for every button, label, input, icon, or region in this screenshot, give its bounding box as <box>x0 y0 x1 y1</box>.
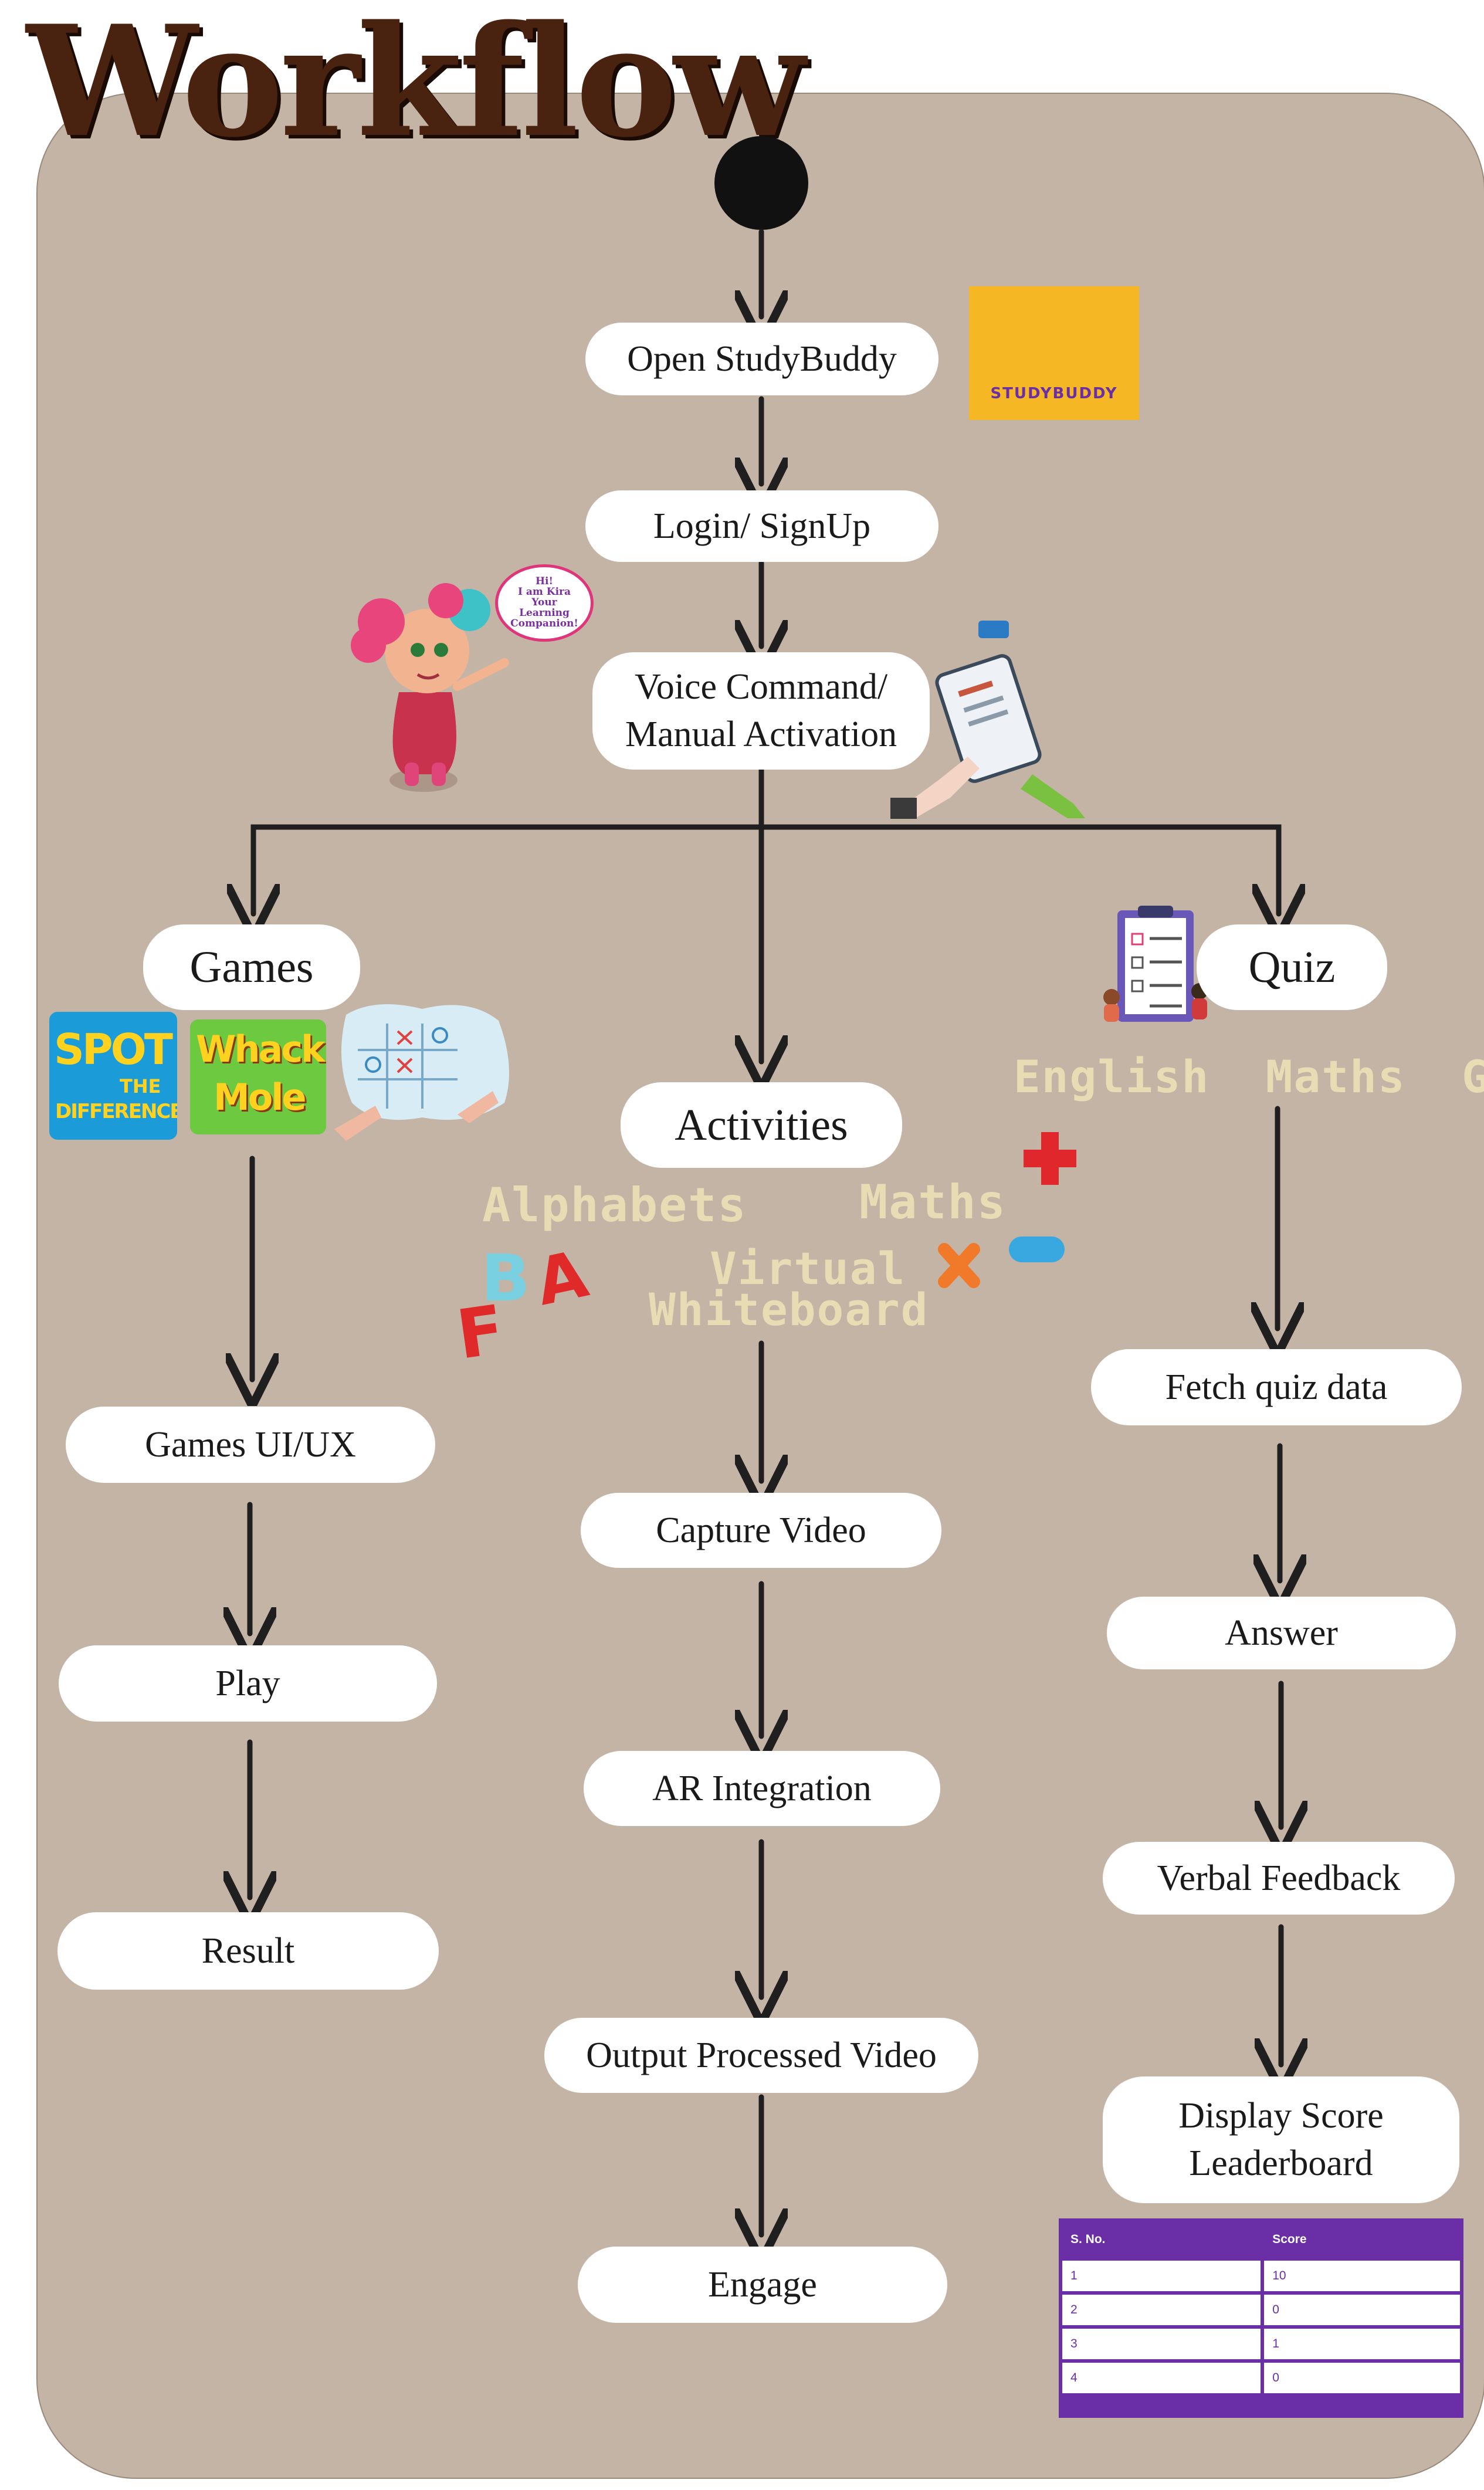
cell-score: 10 <box>1264 2261 1460 2291</box>
spot-difference: DIFFERENCE <box>55 1100 177 1123</box>
node-display-score-leaderboard: Display Score Leaderboard <box>1103 2076 1459 2203</box>
node-output-processed-video: Output Processed Video <box>544 2018 978 2093</box>
cell-score: 0 <box>1264 2363 1460 2393</box>
spot-subtitle: THE <box>120 1075 161 1097</box>
letter-b: B <box>481 1241 530 1316</box>
virtual-label: Virtual <box>710 1242 906 1295</box>
node-quiz: Quiz <box>1197 924 1387 1010</box>
node-capture-video: Capture Video <box>581 1493 941 1568</box>
spot-title: SPOT <box>54 1025 173 1074</box>
cell-sno: 2 <box>1062 2295 1261 2325</box>
cell-sno: 4 <box>1062 2363 1261 2393</box>
cell-score: 1 <box>1264 2329 1460 2359</box>
spot-the-difference-tile: SPOT THE DIFFERENCE <box>49 1012 177 1140</box>
node-play: Play <box>59 1645 437 1722</box>
cell-sno: 3 <box>1062 2329 1261 2359</box>
node-ar-integration: AR Integration <box>584 1751 940 1826</box>
node-games: Games <box>143 924 360 1010</box>
node-login-signup: Login/ SignUp <box>585 490 938 562</box>
node-fetch-quiz-data: Fetch quiz data <box>1091 1349 1462 1425</box>
cell-sno: 1 <box>1062 2261 1261 2291</box>
header-sno: S. No. <box>1070 2232 1106 2246</box>
logo-text: STUDYBUDDY <box>990 385 1118 402</box>
studybuddy-logo: STUDYBUDDY <box>969 286 1139 420</box>
mole-title: Mole <box>214 1076 307 1119</box>
kira-character <box>351 583 509 792</box>
whack-a-mole-tile: Whack Mole <box>190 1019 326 1134</box>
kira-speech-bubble: Hi! I am Kira Your Learning Companion! <box>495 564 594 642</box>
start-node <box>714 136 808 230</box>
branch-bar <box>250 824 1282 917</box>
node-engage: Engage <box>578 2247 947 2323</box>
quiz-clipboard-illustration <box>1103 906 1208 1022</box>
maths-label: Maths <box>859 1175 1007 1229</box>
node-result: Result <box>57 1912 439 1990</box>
table-header-row: S. No. Score <box>1062 2222 1460 2257</box>
tablet-hands-illustration <box>890 621 1085 819</box>
cell-score: 0 <box>1264 2295 1460 2325</box>
alphabets-label: Alphabets <box>482 1178 747 1232</box>
quiz-subjects-label: English Maths GK <box>1014 1051 1484 1103</box>
node-open-studybuddy: Open StudyBuddy <box>585 323 938 395</box>
node-answer: Answer <box>1107 1597 1456 1669</box>
node-verbal-feedback: Verbal Feedback <box>1103 1842 1455 1915</box>
whack-title: Whack <box>196 1028 325 1070</box>
math-symbols <box>938 1132 1076 1288</box>
tictactoe-tile <box>334 1004 509 1141</box>
node-voice-command: Voice Command/ Manual Activation <box>592 652 930 770</box>
node-games-ui-ux: Games UI/UX <box>66 1407 435 1483</box>
node-activities: Activities <box>621 1082 902 1168</box>
page-title: Workflow <box>26 0 805 171</box>
whiteboard-label: Whiteboard <box>649 1283 929 1336</box>
header-score: Score <box>1272 2232 1307 2246</box>
